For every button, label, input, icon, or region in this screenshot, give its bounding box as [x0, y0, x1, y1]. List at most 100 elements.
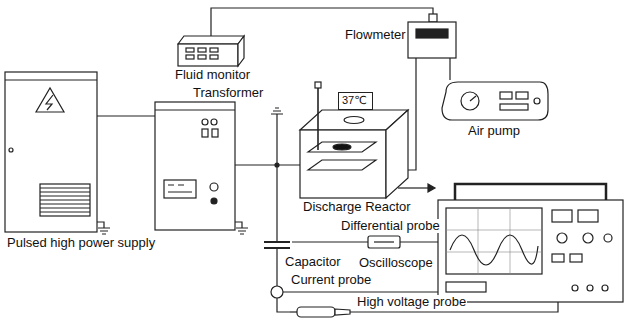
power-supply-cabinet [5, 79, 97, 80]
wire [97, 115, 155, 116]
air-pump-body [442, 82, 548, 120]
high-voltage-probe-body [290, 307, 350, 317]
air-pump: Air pump [440, 80, 550, 122]
device-label: High voltage probe [356, 295, 467, 309]
oscilloscope-body [572, 285, 578, 291]
oscilloscope-body [583, 233, 593, 243]
transformer-box [155, 102, 235, 230]
device-label: Capacitor [284, 255, 342, 269]
temperature-display: 37℃ [338, 92, 373, 110]
fluid-monitor-box [178, 44, 238, 66]
wire [408, 58, 416, 170]
discharge-reactor-box [300, 130, 386, 198]
current-probe-symbol [271, 286, 283, 298]
oscilloscope-body [602, 285, 608, 291]
fluid-monitor-box [186, 55, 194, 59]
transformer-box [210, 183, 218, 191]
flowmeter-box [408, 14, 456, 58]
discharge-reactor-box [428, 184, 435, 192]
device-label: Fluid monitor [174, 68, 251, 82]
device-label: Air pump [467, 124, 521, 138]
differential-probe-body [374, 241, 394, 242]
flowmeter-box [416, 29, 448, 38]
oscilloscope: Oscilloscope [438, 182, 623, 302]
transformer-box [211, 119, 217, 125]
circuit-bus [275, 114, 290, 312]
transformer-box [211, 198, 217, 204]
capacitor-symbol [264, 242, 290, 248]
transformer-box [155, 102, 235, 230]
transformer-box [212, 129, 218, 137]
fluid-monitor: Fluid monitor [178, 36, 244, 66]
discharge-reactor-box [317, 86, 319, 150]
oscilloscope-body [557, 233, 567, 243]
transformer-box [202, 129, 208, 137]
fluid-monitor-box [198, 48, 206, 52]
capacitor-symbol [264, 242, 290, 248]
oscilloscope-body [552, 254, 564, 262]
ground-symbol [97, 222, 110, 234]
device-label: Oscilloscope [358, 256, 434, 270]
air-pump-body [442, 82, 548, 120]
high-voltage-probe-body [290, 311, 297, 312]
air-pump-body [500, 104, 528, 110]
differential-probe-body [368, 236, 400, 248]
oscilloscope-body [438, 184, 623, 302]
apparatus-art [5, 14, 623, 317]
current-probe-symbol [271, 286, 283, 298]
oscilloscope-body [438, 200, 623, 302]
capacitor: Capacitor [262, 238, 292, 252]
oscilloscope-body [446, 282, 486, 292]
oscilloscope-body [570, 254, 582, 262]
power-supply-cabinet [5, 72, 97, 232]
power-supply-cabinet [5, 72, 97, 232]
oscilloscope-body [455, 184, 606, 200]
oscilloscope-body [552, 210, 572, 222]
discharge-reactor-box [333, 144, 351, 150]
fluid-monitor-box [210, 55, 218, 59]
discharge-reactor-box [386, 110, 408, 198]
differential-probe: Differential probe [368, 236, 400, 248]
ground-symbol [235, 222, 248, 234]
oscilloscope-body [450, 235, 538, 265]
air-pump-body [470, 96, 476, 101]
high-voltage-probe-body [335, 309, 350, 315]
oscilloscope-body [446, 208, 542, 274]
discharge-reactor-box [344, 117, 364, 124]
discharge-reactor-box [308, 160, 376, 170]
power-supply-cabinet [40, 184, 90, 216]
device-label: Current probe [290, 273, 372, 287]
power-supply-cabinet [40, 188, 90, 212]
differential-probe-body [368, 236, 400, 248]
air-pump-body [461, 92, 479, 110]
fluid-monitor-box [178, 36, 244, 66]
power-supply-cabinet [9, 148, 13, 152]
high-voltage-probe-body [297, 307, 335, 317]
fluid-monitor-box [198, 55, 206, 59]
wire [235, 164, 300, 165]
wire [449, 58, 450, 80]
device-label: Flowmeter [344, 28, 407, 42]
circuit-bus [277, 114, 290, 312]
air-pump-body [534, 98, 540, 104]
transformer-box [164, 180, 196, 198]
air-pump-body [516, 92, 528, 99]
discharge-reactor-box [398, 187, 428, 188]
flowmeter: Flowmeter [408, 14, 456, 58]
flowmeter-box [408, 22, 456, 58]
current-probe: Current probe [271, 286, 283, 298]
air-pump-body [500, 92, 512, 99]
wire [292, 241, 368, 242]
transformer: Transformer [155, 102, 235, 230]
discharge-reactor-box [315, 82, 321, 88]
wire [283, 291, 438, 292]
display-reading: 37℃ [342, 94, 369, 106]
power-supply-cabinet [36, 88, 64, 112]
high-voltage-probe: High voltage probe [290, 306, 350, 318]
oscilloscope-body [604, 234, 612, 242]
oscilloscope-body [446, 208, 542, 274]
device-label: Discharge Reactor [302, 200, 412, 214]
fluid-monitor-box [186, 48, 194, 52]
device-label: Differential probe [340, 219, 441, 233]
